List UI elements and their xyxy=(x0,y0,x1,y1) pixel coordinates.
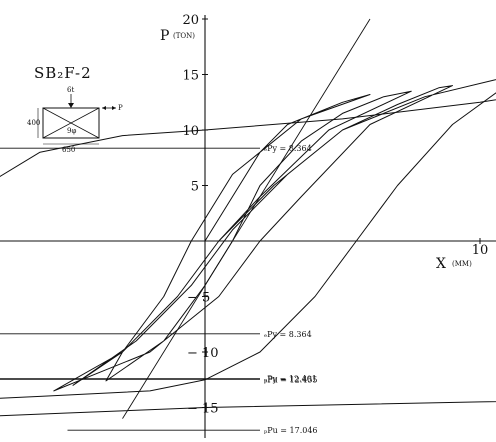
tick-labels: −30−20−1010203040505101520− 5− 10− 15 xyxy=(182,13,489,417)
x-axis-unit: (MM) xyxy=(452,260,472,268)
y-tick-label: 5 xyxy=(191,180,199,195)
specimen-load-label: 6t xyxy=(67,86,74,94)
y-tick-label: − 15 xyxy=(187,402,219,417)
x-axis-label: X xyxy=(436,256,446,272)
hysteresis-series-1 xyxy=(0,79,496,399)
x-tick-label: 10 xyxy=(472,243,489,258)
hysteresis-curves xyxy=(0,18,496,419)
reference-label-right: ₑPy = 8.364 xyxy=(264,330,312,339)
y-tick-label: − 10 xyxy=(187,346,219,361)
y-axis-unit: (TON) xyxy=(173,32,195,40)
y-tick-label: 10 xyxy=(182,124,199,139)
chart-title: SB₂F-2 xyxy=(34,64,92,82)
specimen-width-label: 650 xyxy=(62,146,75,154)
specimen-diagram: 6t P 400 9φ 650 xyxy=(27,86,123,154)
specimen-load-arrowhead xyxy=(68,103,74,108)
reference-label-right: ₚPy = 12.401 xyxy=(264,375,317,384)
specimen-brace-2 xyxy=(42,107,100,139)
reference-lines xyxy=(0,147,260,431)
hysteresis-series-2 xyxy=(0,99,496,417)
elastic-line xyxy=(122,18,371,419)
y-tick-label: − 5 xyxy=(187,291,210,306)
y-tick-label: 20 xyxy=(182,13,199,28)
reference-label-right: ₚPu = 12.455 xyxy=(264,375,318,384)
reference-label-right: ₚPu = 17.046 xyxy=(264,426,318,435)
y-tick-label: 15 xyxy=(182,69,199,84)
specimen-force-arrowhead-left xyxy=(102,106,106,110)
reference-label-right: ₑPy = 8.364 xyxy=(264,144,312,153)
specimen-force-arrowhead-right xyxy=(112,106,116,110)
specimen-force-label: P xyxy=(118,104,123,112)
specimen-brace-label: 9φ xyxy=(67,127,76,135)
specimen-height-label: 400 xyxy=(27,119,40,127)
y-axis-label: P xyxy=(160,28,169,44)
